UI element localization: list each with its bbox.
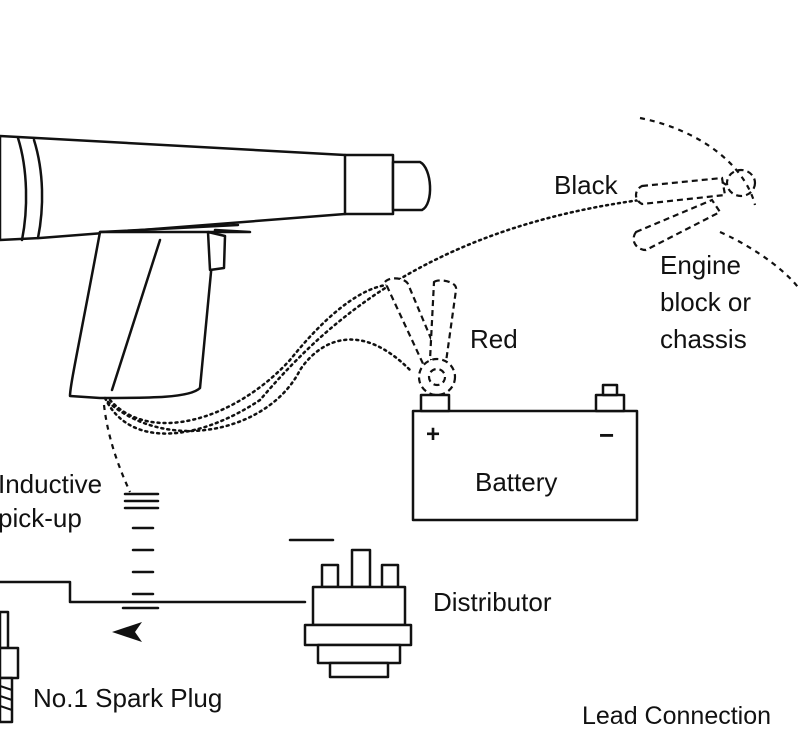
spark-plug-lead: [0, 580, 307, 604]
inductive-pickup-label-line2: pick-up: [0, 503, 82, 533]
lead-connection-title: Lead Connection: [582, 702, 771, 730]
distributor-label: Distributor: [433, 587, 552, 617]
lead-wires: [103, 198, 642, 435]
red-clamp: [383, 277, 458, 397]
distributor: [303, 548, 413, 679]
battery: [411, 383, 639, 522]
spark-plug-label: No.1 Spark Plug: [33, 683, 222, 713]
black-clamp: [632, 168, 757, 252]
spark-plug: [0, 610, 20, 724]
timing-light-gun: [0, 134, 432, 400]
battery-label: Battery: [475, 467, 557, 497]
engine-block-label-line3: chassis: [660, 324, 747, 354]
battery-minus-terminal: −: [599, 420, 614, 450]
inductive-pickup: [102, 404, 335, 642]
red-label: Red: [470, 324, 518, 354]
inductive-pickup-label-line1: Inductive: [0, 469, 102, 499]
arrow-icon: [112, 622, 142, 642]
engine-block-outline: [639, 116, 800, 291]
engine-block-label-line1: Engine: [660, 250, 741, 280]
battery-plus-terminal: +: [426, 421, 440, 448]
black-label: Black: [554, 170, 619, 200]
engine-block-label-line2: block or: [660, 287, 751, 317]
